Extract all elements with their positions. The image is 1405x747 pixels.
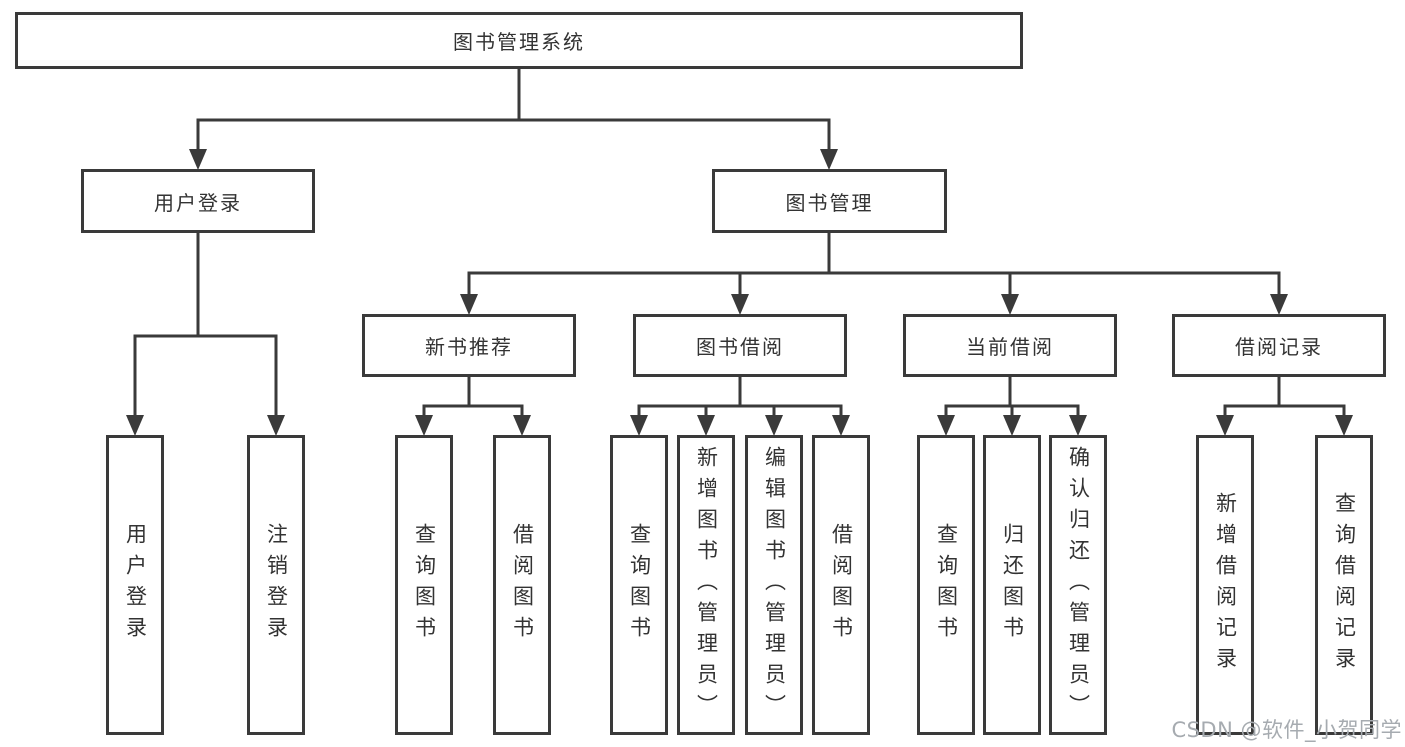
node-user-login-label: 用户登录 xyxy=(154,190,242,215)
leaf-return-books-label: 归还图书 xyxy=(1000,523,1025,647)
leaf-query-books-borrow-label: 查询图书 xyxy=(627,523,652,647)
leaf-return-books: 归还图书 xyxy=(983,435,1041,735)
node-current-borrow-label: 当前借阅 xyxy=(966,335,1054,359)
leaf-add-books-admin: 新增图书（管理员） xyxy=(677,435,735,735)
leaf-edit-books-admin-label: 编辑图书（管理员） xyxy=(762,445,787,725)
leaf-query-books-current-label: 查询图书 xyxy=(934,523,959,647)
leaf-query-borrow-record: 查询借阅记录 xyxy=(1315,435,1373,735)
leaf-query-books-borrow: 查询图书 xyxy=(610,435,668,735)
leaf-query-books-current: 查询图书 xyxy=(917,435,975,735)
leaf-query-borrow-record-label: 查询借阅记录 xyxy=(1332,492,1357,678)
leaf-borrow-books-recommend: 借阅图书 xyxy=(493,435,551,735)
node-book-borrow-label: 图书借阅 xyxy=(696,335,784,359)
node-new-book-recommend: 新书推荐 xyxy=(362,314,576,377)
leaf-add-borrow-record: 新增借阅记录 xyxy=(1196,435,1254,735)
leaf-confirm-return-admin: 确认归还（管理员） xyxy=(1049,435,1107,735)
node-new-book-recommend-label: 新书推荐 xyxy=(425,335,513,359)
node-borrow-records: 借阅记录 xyxy=(1172,314,1386,377)
node-user-login: 用户登录 xyxy=(81,169,315,233)
leaf-confirm-return-admin-label: 确认归还（管理员） xyxy=(1066,445,1091,725)
leaf-user-login: 用户登录 xyxy=(106,435,164,735)
node-book-management-label: 图书管理 xyxy=(785,190,874,215)
leaf-logout: 注销登录 xyxy=(247,435,305,735)
csdn-watermark: CSDN @软件_小贺同学 xyxy=(1171,718,1402,742)
leaf-user-login-label: 用户登录 xyxy=(123,523,148,647)
leaf-edit-books-admin: 编辑图书（管理员） xyxy=(745,435,803,735)
leaf-query-books-recommend: 查询图书 xyxy=(395,435,453,735)
leaf-add-borrow-record-label: 新增借阅记录 xyxy=(1213,492,1238,678)
leaf-borrow-books: 借阅图书 xyxy=(812,435,870,735)
leaf-query-books-recommend-label: 查询图书 xyxy=(412,523,437,647)
leaf-add-books-admin-label: 新增图书（管理员） xyxy=(694,445,719,725)
node-root: 图书管理系统 xyxy=(15,12,1023,69)
node-borrow-records-label: 借阅记录 xyxy=(1235,335,1323,359)
leaf-borrow-books-label: 借阅图书 xyxy=(829,523,854,647)
node-book-borrow: 图书借阅 xyxy=(633,314,847,377)
leaf-borrow-books-recommend-label: 借阅图书 xyxy=(510,523,535,647)
node-root-label: 图书管理系统 xyxy=(453,30,585,54)
node-book-management: 图书管理 xyxy=(712,169,947,233)
leaf-logout-label: 注销登录 xyxy=(264,523,289,647)
node-current-borrow: 当前借阅 xyxy=(903,314,1117,377)
